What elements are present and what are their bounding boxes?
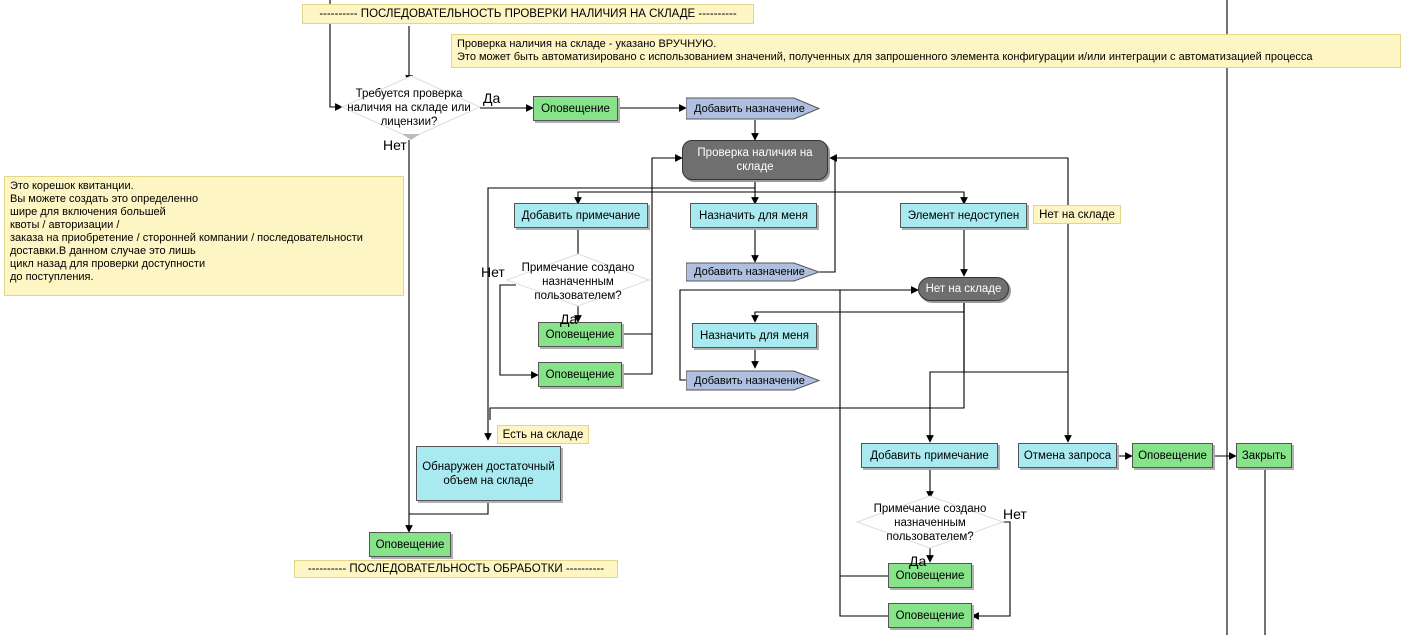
notification-7[interactable]: Оповещение: [888, 603, 972, 628]
assignment-arrow-shape: [686, 262, 820, 282]
decision-note-by-assignee-2[interactable]: Примечание создано назначенным пользоват…: [873, 503, 987, 543]
edge-label-yes: Да: [483, 90, 501, 106]
decision-note-by-assignee-1[interactable]: Примечание создано назначенным пользоват…: [521, 262, 635, 302]
assignment-label: Добавить назначение: [694, 374, 805, 387]
task-add-note-1[interactable]: Добавить примечание: [514, 203, 648, 228]
notification-1[interactable]: Оповещение: [533, 96, 618, 121]
notification-2[interactable]: Оповещение: [538, 322, 622, 347]
notification-6[interactable]: Оповещение: [888, 563, 972, 588]
edge-label-yes: Да: [560, 311, 578, 327]
edge-label-no: Нет: [383, 137, 407, 153]
decision-diamond: [855, 495, 1005, 549]
notification-4[interactable]: Оповещение: [369, 532, 451, 557]
assignment-label: Добавить назначение: [694, 102, 805, 115]
assignment-label: Добавить назначение: [694, 266, 805, 278]
decision-requires-check[interactable]: Требуется проверка наличия на складе или…: [347, 88, 471, 128]
state-out-of-stock[interactable]: Нет на складе: [918, 277, 1009, 301]
assignment-2[interactable]: Добавить назначение: [686, 262, 820, 282]
assignment-arrow-shape: [686, 97, 820, 120]
tag-in-stock: Есть на складе: [497, 425, 589, 444]
notification-3[interactable]: Оповещение: [538, 362, 622, 387]
banner-processing-sequence: ---------- ПОСЛЕДОВАТЕЛЬНОСТЬ ОБРАБОТКИ …: [294, 560, 618, 578]
decision-diamond: [505, 253, 651, 307]
task-add-note-2[interactable]: Добавить примечание: [861, 443, 998, 468]
task-sufficient-stock[interactable]: Обнаружен достаточный объем на складе: [416, 446, 561, 501]
task-assign-to-me-2[interactable]: Назначить для меня: [692, 323, 817, 348]
task-assign-to-me-1[interactable]: Назначить для меня: [690, 203, 817, 228]
tag-out-of-stock: Нет на складе: [1033, 205, 1121, 224]
state-stock-check[interactable]: Проверка наличия на складе: [682, 140, 828, 180]
task-item-unavailable[interactable]: Элемент недоступен: [900, 203, 1027, 228]
assignment-3[interactable]: Добавить назначение: [686, 370, 820, 391]
assignment-arrow-shape: [686, 370, 820, 391]
task-cancel-request[interactable]: Отмена запроса: [1018, 443, 1117, 468]
edge-label-no: Нет: [481, 264, 505, 280]
edge-label-no: Нет: [1003, 506, 1027, 522]
note-manual-check: Проверка наличия на складе - указано ВРУ…: [451, 34, 1401, 68]
note-receipt-stub: Это корешок квитанции. Вы можете создать…: [4, 176, 404, 296]
edge-label-yes: Да: [909, 553, 927, 569]
notification-5[interactable]: Оповещение: [1132, 443, 1213, 468]
task-close[interactable]: Закрыть: [1236, 443, 1292, 468]
decision-diamond: [340, 75, 482, 140]
banner-stock-check-sequence: ---------- ПОСЛЕДОВАТЕЛЬНОСТЬ ПРОВЕРКИ Н…: [302, 4, 754, 24]
assignment-1[interactable]: Добавить назначение: [686, 97, 820, 120]
